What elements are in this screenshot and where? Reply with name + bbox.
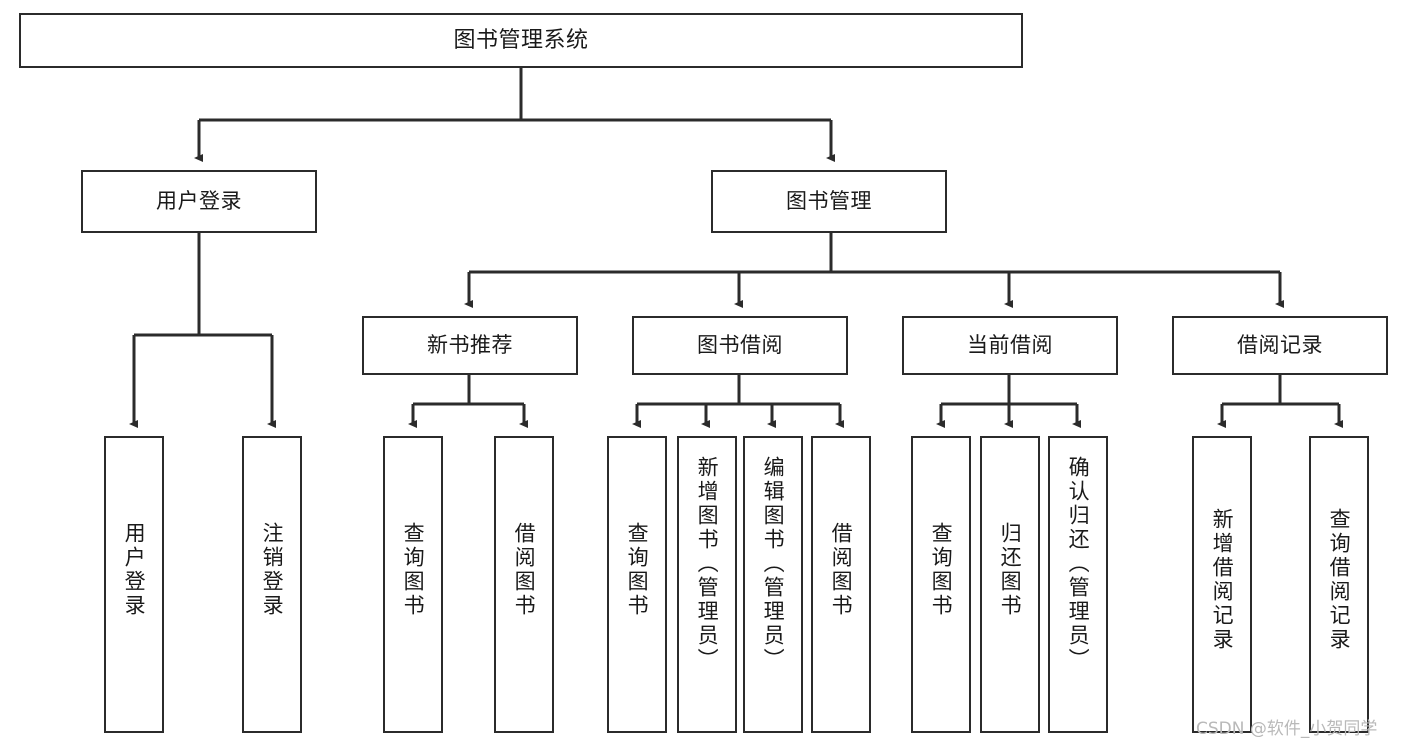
leaf-query-book-recommend[interactable]: 查询图书 — [383, 436, 443, 733]
node-root[interactable]: 图书管理系统 — [19, 13, 1023, 68]
leaf-borrow-book-recommend[interactable]: 借阅图书 — [494, 436, 554, 733]
leaf-confirm-return-admin-label: 确认归还（管理员） — [1066, 456, 1091, 672]
node-book-management-label: 图书管理 — [786, 189, 872, 214]
node-borrow-records[interactable]: 借阅记录 — [1172, 316, 1388, 375]
node-current-borrow-label: 当前借阅 — [967, 333, 1053, 358]
leaf-logout-label: 注销登录 — [260, 522, 285, 618]
leaf-query-borrow-record-label: 查询借阅记录 — [1327, 508, 1352, 652]
node-user-login-label: 用户登录 — [156, 189, 242, 214]
leaf-user-login-label: 用户登录 — [122, 522, 147, 618]
leaf-borrow-book-borrow[interactable]: 借阅图书 — [811, 436, 871, 733]
node-new-book-recommend-label: 新书推荐 — [427, 333, 513, 358]
node-book-borrow-label: 图书借阅 — [697, 333, 783, 358]
leaf-borrow-book-borrow-label: 借阅图书 — [829, 522, 854, 618]
leaf-confirm-return-admin[interactable]: 确认归还（管理员） — [1048, 436, 1108, 733]
node-book-management[interactable]: 图书管理 — [711, 170, 947, 233]
node-user-login[interactable]: 用户登录 — [81, 170, 317, 233]
node-new-book-recommend[interactable]: 新书推荐 — [362, 316, 578, 375]
leaf-add-book-admin[interactable]: 新增图书（管理员） — [677, 436, 737, 733]
leaf-query-book-current[interactable]: 查询图书 — [911, 436, 971, 733]
leaf-query-book-recommend-label: 查询图书 — [401, 522, 426, 618]
node-root-label: 图书管理系统 — [453, 27, 589, 53]
leaf-edit-book-admin-label: 编辑图书（管理员） — [761, 456, 786, 672]
leaf-add-borrow-record-label: 新增借阅记录 — [1210, 508, 1235, 652]
leaf-query-book-current-label: 查询图书 — [929, 522, 954, 618]
leaf-edit-book-admin[interactable]: 编辑图书（管理员） — [743, 436, 803, 733]
watermark: CSDN @软件_小贺同学 — [1196, 719, 1378, 739]
leaf-logout[interactable]: 注销登录 — [242, 436, 302, 733]
leaf-add-book-admin-label: 新增图书（管理员） — [695, 456, 720, 672]
leaf-add-borrow-record[interactable]: 新增借阅记录 — [1192, 436, 1252, 733]
leaf-query-book-borrow-label: 查询图书 — [625, 522, 650, 618]
leaf-query-book-borrow[interactable]: 查询图书 — [607, 436, 667, 733]
leaf-return-book[interactable]: 归还图书 — [980, 436, 1040, 733]
leaf-query-borrow-record[interactable]: 查询借阅记录 — [1309, 436, 1369, 733]
leaf-borrow-book-recommend-label: 借阅图书 — [512, 522, 537, 618]
node-book-borrow[interactable]: 图书借阅 — [632, 316, 848, 375]
leaf-return-book-label: 归还图书 — [998, 522, 1023, 618]
node-borrow-records-label: 借阅记录 — [1237, 333, 1323, 358]
leaf-user-login[interactable]: 用户登录 — [104, 436, 164, 733]
node-current-borrow[interactable]: 当前借阅 — [902, 316, 1118, 375]
